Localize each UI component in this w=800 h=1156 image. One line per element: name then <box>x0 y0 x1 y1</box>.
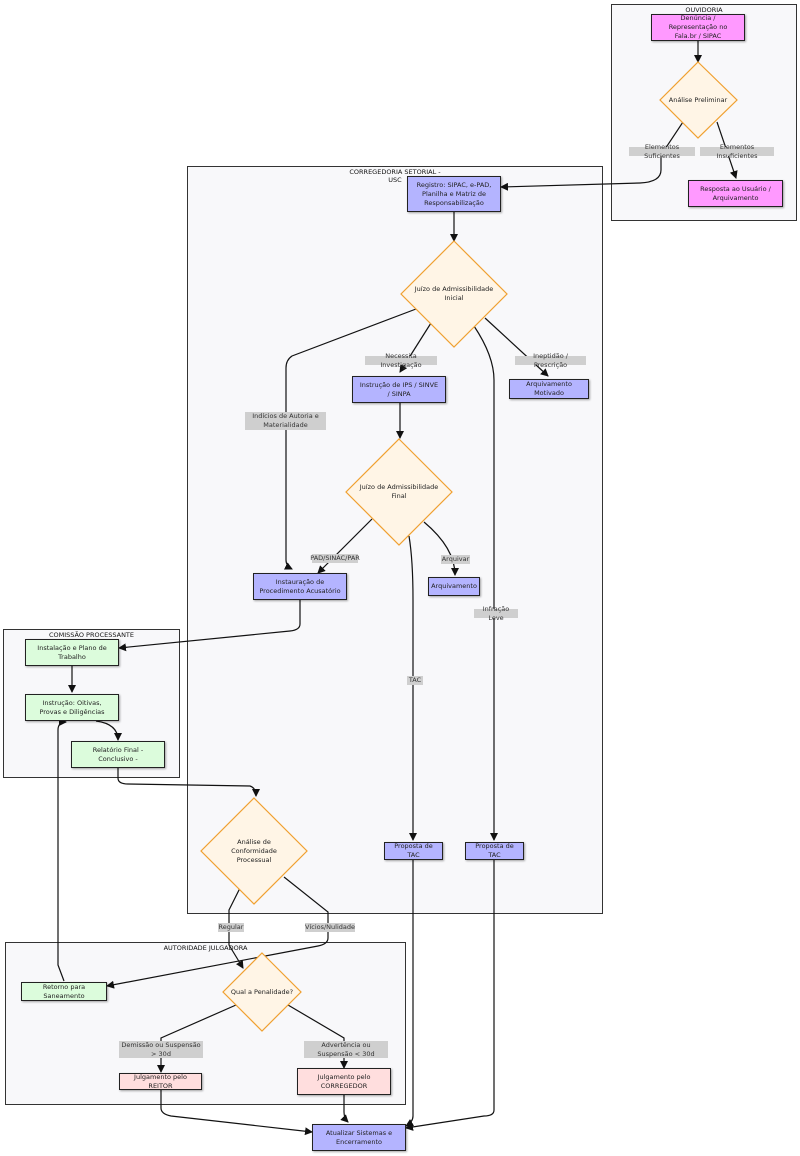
node-registro: Registro: SIPAC, e-PAD, Planilha e Matri… <box>407 176 501 212</box>
diamond-juizo-final-label: Juízo de Admissibilidade Final <box>359 483 439 500</box>
edge-tac1-atualizar <box>405 860 415 1127</box>
edge-label-regular: Regular <box>218 923 244 932</box>
cluster-corregedoria-title: CORREGEDORIA SETORIAL - USC <box>349 168 441 184</box>
edge-label-vicios-nulidade: Vícios/Nulidade <box>305 923 356 932</box>
edge-juizofinal-arquivamento <box>423 521 459 576</box>
node-proposta-tac-2: Proposta de TAC <box>465 842 524 860</box>
cluster-ouvidoria-title: OUVIDORIA <box>685 6 723 14</box>
cluster-autoridade: AUTORIDADE JULGADORA <box>5 942 406 1105</box>
node-relatorio-final: Relatório Final - Conclusivo - <box>71 741 165 768</box>
edge-juizofinal-tac1 <box>408 535 417 841</box>
edge-label-indicios-autoria: Indícios de Autoria e Materialidade <box>245 412 326 430</box>
node-atualizar-sistemas: Atualizar Sistemas e Encerramento <box>312 1124 406 1151</box>
edge-label-infracao-leve: Infração Leve <box>474 605 518 622</box>
edge-retorno-instrucao <box>57 718 67 982</box>
node-julgamento-corregedor: Julgamento pelo CORREGEDOR <box>297 1068 391 1095</box>
edge-label-arquivar: Arquivar <box>441 555 470 564</box>
diamond-analise-preliminar-label: Análise Preliminar <box>668 95 728 104</box>
node-instalacao: Instalação e Plano de Trabalho <box>25 639 119 666</box>
node-arquivamento-motivado: Arquivamento Motivado <box>509 379 589 399</box>
node-julgamento-reitor: Julgamento pelo REITOR <box>119 1073 202 1090</box>
edge-instauracao-instalacao <box>118 600 301 652</box>
edge-instrucao-relatorio <box>95 720 122 741</box>
edge-label-pad-sinac-par: PAD/SINAC/PAR <box>310 554 360 563</box>
edge-corregedor-atualizar <box>340 1094 349 1123</box>
node-instrucao-oitivas: Instrução: Oitivas, Provas e Diligências <box>25 694 119 721</box>
node-instrucao-ips: Instrução de IPS / SINVE / SINPA <box>352 376 446 403</box>
edge-penalidade-corregedor <box>287 1004 348 1069</box>
node-proposta-tac-1: Proposta de TAC <box>384 842 443 860</box>
edge-penalidade-reitor <box>157 1004 237 1073</box>
diamond-analise-conformidade <box>200 797 308 905</box>
edge-juizofinal-instauracao <box>317 518 373 574</box>
diamond-qual-penalidade-label: Qual a Penalidade? <box>230 987 294 996</box>
edge-relatorio-conformidade <box>117 768 260 797</box>
edge-conformidade-retorno <box>106 876 329 989</box>
edge-tac2-atualizar <box>405 860 495 1131</box>
diamond-juizo-inicial-label: Juízo de Admissibilidade Inicial <box>414 285 494 302</box>
node-instauracao: Instauração de Procedimento Acusatório <box>253 573 347 600</box>
node-resposta-usuario: Resposta ao Usuário / Arquivamento <box>688 180 783 207</box>
diamond-juizo-inicial <box>400 240 508 348</box>
edge-label-ineptidao-prescricao: Ineptidão / Prescrição <box>515 352 586 369</box>
node-arquivamento: Arquivamento <box>428 577 480 596</box>
edge-label-elementos-insuficientes: Elementos Insuficientes <box>700 143 774 160</box>
edge-juizo-instauracao <box>283 308 417 570</box>
edge-label-necessita-investigacao: Necessita Investigação <box>365 352 437 369</box>
diamond-analise-preliminar <box>659 61 738 139</box>
cluster-autoridade-title: AUTORIDADE JULGADORA <box>163 944 248 952</box>
edge-juizo-tac2 <box>473 325 498 841</box>
edge-label-demissao-suspensao: Demissão ou Suspensão > 30d <box>119 1041 203 1058</box>
edge-label-elementos-suficientes: Elementos Suficientes <box>629 143 695 160</box>
diamond-juizo-final <box>345 438 453 546</box>
diamond-analise-conformidade-label: Análise de Conformidade Processual <box>231 837 277 864</box>
edge-juizo-arqmotivado <box>484 317 549 377</box>
edge-label-tac: TAC <box>407 676 423 685</box>
diamond-qual-penalidade <box>222 952 302 1032</box>
edge-label-advertencia-suspensao: Advertência ou Suspensão < 30d <box>304 1041 388 1058</box>
node-denuncia: Denúncia / Representação no Fala.br / SI… <box>651 14 745 41</box>
edge-analise-registro <box>500 121 684 191</box>
node-retorno-saneamento: Retorno para Saneamento <box>21 982 107 1001</box>
cluster-comissao-title: COMISSÃO PROCESSANTE <box>48 631 135 639</box>
edge-reitor-atualizar <box>160 1089 313 1136</box>
